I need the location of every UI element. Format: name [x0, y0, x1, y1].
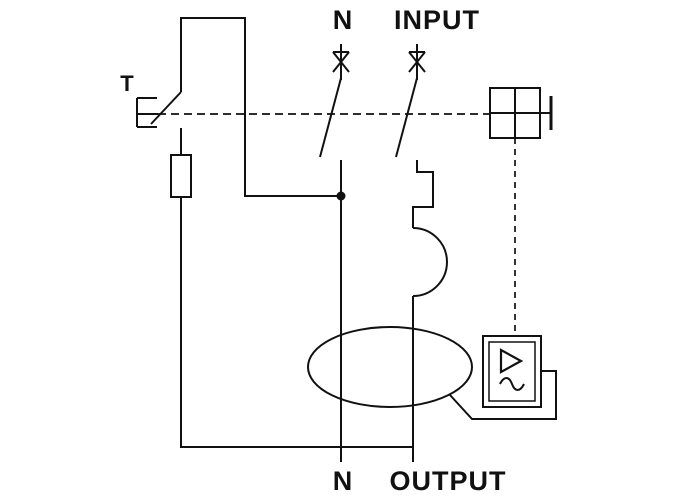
test-pushbutton-icon: [136, 91, 182, 128]
ct-secondary-wire: [449, 370, 557, 420]
test-contact-blade: [150, 91, 182, 125]
module-inner-box: [488, 341, 536, 402]
evaluation-module-icon: [482, 335, 542, 408]
label-top-neutral: N: [332, 5, 354, 35]
trip-coil-arc: [412, 227, 448, 297]
label-top-input: INPUT: [394, 5, 480, 35]
test-button-bracket: [136, 97, 157, 128]
neutral-terminal-icon: [332, 44, 350, 80]
neutral-terminal-x2: [332, 51, 350, 73]
neutral-switch-blade: [319, 77, 342, 158]
test-resistor: [170, 154, 192, 198]
label-bottom-neutral: N: [332, 466, 354, 496]
line-switch-blade: [395, 77, 418, 158]
label-bottom-output: OUTPUT: [389, 466, 507, 496]
overcurrent-release-step: [412, 160, 434, 228]
current-transformer-ellipse: [307, 326, 473, 408]
line-terminal-icon: [408, 44, 426, 80]
test-lower-wire: [180, 197, 413, 448]
module-outer-box: [482, 335, 542, 408]
trip-relay-icon: [489, 87, 553, 139]
test-upper-wire: [180, 17, 341, 197]
amplifier-triangle-icon: [499, 348, 524, 374]
label-test-button: T: [120, 71, 134, 96]
line-terminal-x2: [408, 51, 426, 73]
sine-wave-icon: [499, 377, 525, 391]
